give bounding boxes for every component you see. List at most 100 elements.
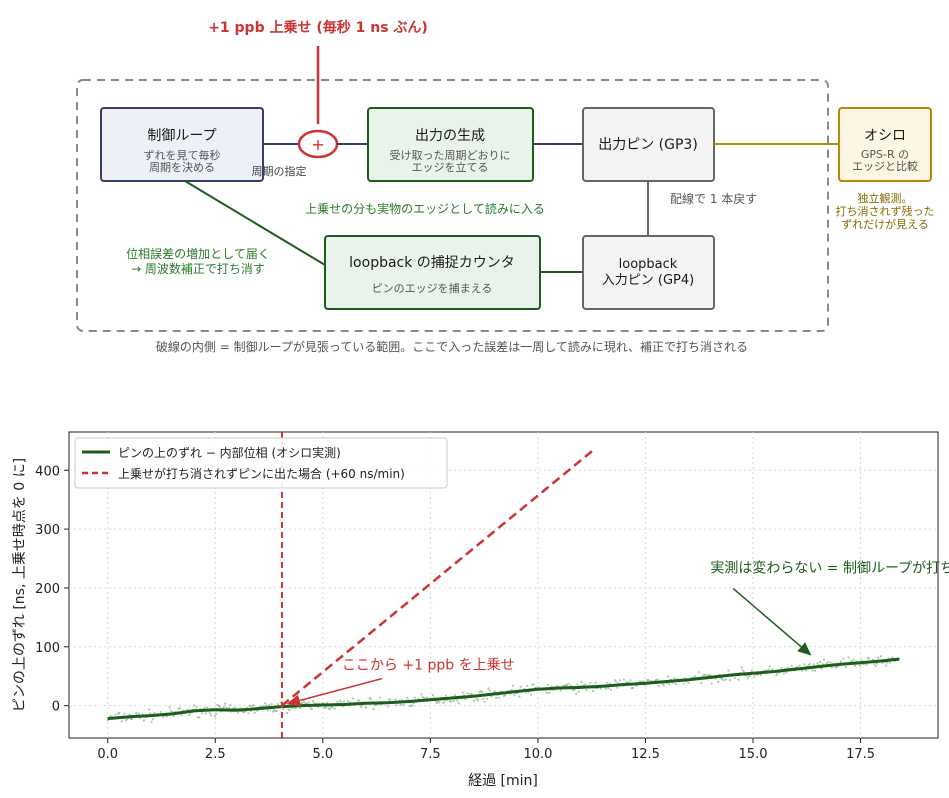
sample-point <box>159 710 162 713</box>
sample-point <box>629 679 632 682</box>
sample-point <box>687 681 690 684</box>
sample-point <box>804 669 808 672</box>
sample-point <box>266 709 269 712</box>
sample-point <box>328 708 331 711</box>
series-lines <box>107 448 900 721</box>
sample-point <box>868 657 871 660</box>
sample-point <box>413 696 416 699</box>
sample-point <box>728 678 731 682</box>
sample-point <box>591 689 595 693</box>
sample-point <box>331 706 334 709</box>
sample-point <box>425 696 428 699</box>
loopback-pin-title1: loopback <box>619 257 678 272</box>
sample-point <box>842 657 845 660</box>
sample-point <box>488 689 491 692</box>
sample-point <box>575 692 578 695</box>
sample-point <box>205 706 209 709</box>
sample-point <box>247 712 250 715</box>
sample-point <box>364 706 367 709</box>
sample-point <box>402 703 405 707</box>
capture-sub: ピンのエッジを捕まえる <box>372 281 493 295</box>
sample-point <box>606 681 609 684</box>
sample-point <box>673 677 676 680</box>
annotation-cancelled-arrow <box>732 587 812 656</box>
sample-point <box>822 658 826 661</box>
sample-point <box>128 713 131 716</box>
sample-point <box>717 680 720 683</box>
control-scope-boundary <box>76 79 829 332</box>
output-pin-title: 出力ピン (GP3) <box>598 137 698 153</box>
sample-point <box>852 658 855 661</box>
output-gen-sub2: エッジを立てる <box>412 160 489 174</box>
sample-point <box>358 699 361 702</box>
x-tick-label: 17.5 <box>846 747 875 762</box>
legend-label-measured: ピンの上のずれ − 内部位相 (オシロ実測) <box>118 445 341 460</box>
sample-point <box>118 711 121 714</box>
sample-point <box>178 706 182 710</box>
sample-point <box>477 699 480 702</box>
block-diagram: +1 ppb 上乗せ (毎秒 1 ns ぶん) 制御ループ ずれを見て毎秒 周期… <box>76 19 935 354</box>
x-tick-label: 5.0 <box>312 747 333 762</box>
sample-point <box>546 683 549 686</box>
sample-point <box>860 659 863 662</box>
sample-point <box>342 700 345 703</box>
sample-point <box>389 698 392 701</box>
sample-point <box>888 661 891 664</box>
sample-point <box>599 687 602 690</box>
sample-point <box>142 719 145 722</box>
x-tick-label: 12.5 <box>631 747 660 762</box>
output-gen-sub1: 受け取った周期どおりに <box>390 149 511 162</box>
sample-point <box>442 702 445 705</box>
sample-point <box>657 685 660 688</box>
sample-point <box>435 701 438 705</box>
series-uncorrected-line <box>281 448 595 707</box>
legend: ピンの上のずれ − 内部位相 (オシロ実測) 上乗せが打ち消されずピンに出た場合… <box>74 437 448 489</box>
sample-point <box>584 683 587 686</box>
sample-point <box>372 707 375 711</box>
sample-point <box>150 720 153 723</box>
sample-point <box>527 691 530 694</box>
sample-point <box>495 696 498 699</box>
sample-point <box>270 703 273 706</box>
sample-point <box>604 687 607 690</box>
sample-point <box>311 700 315 703</box>
sample-point <box>742 670 746 673</box>
y-tick-label: 300 <box>35 523 60 538</box>
sample-point <box>847 656 850 659</box>
sample-point <box>253 711 256 714</box>
legend-box <box>74 437 448 489</box>
sample-point <box>336 700 339 703</box>
sample-point <box>865 663 868 667</box>
sample-point <box>213 714 216 718</box>
diagram-caption: 破線の内側 = 制御ループが見張っている範囲。ここで入った誤差は一周して読みに現… <box>156 339 748 354</box>
sample-point <box>518 695 521 698</box>
sample-point <box>704 673 707 677</box>
sample-point <box>548 691 551 695</box>
sample-point <box>609 688 613 691</box>
annotation-cancelled: 実測は変わらない = 制御ループが打ち消した <box>710 560 949 577</box>
capture-title: loopback の捕捉カウンタ <box>349 255 515 271</box>
sample-point <box>820 667 823 670</box>
sample-point <box>395 704 398 707</box>
sample-point <box>853 664 857 667</box>
sample-point <box>489 695 493 698</box>
sample-point <box>666 675 669 678</box>
sample-point <box>737 678 740 681</box>
sample-point <box>613 679 617 682</box>
sample-point <box>576 683 579 686</box>
sample-point <box>829 661 832 664</box>
sample-point <box>580 681 583 684</box>
sample-point <box>532 683 535 686</box>
sample-point <box>753 675 756 678</box>
sample-point <box>746 677 749 680</box>
scope-note-3: ずれだけが見える <box>841 217 929 231</box>
sample-point <box>487 687 490 690</box>
sample-point <box>750 669 753 672</box>
sample-point <box>218 705 222 709</box>
scope-note-1: 独立観測。 <box>858 191 913 205</box>
sample-point <box>267 704 271 707</box>
sample-point <box>452 699 455 703</box>
sample-point <box>422 696 426 700</box>
sample-point <box>780 666 783 670</box>
